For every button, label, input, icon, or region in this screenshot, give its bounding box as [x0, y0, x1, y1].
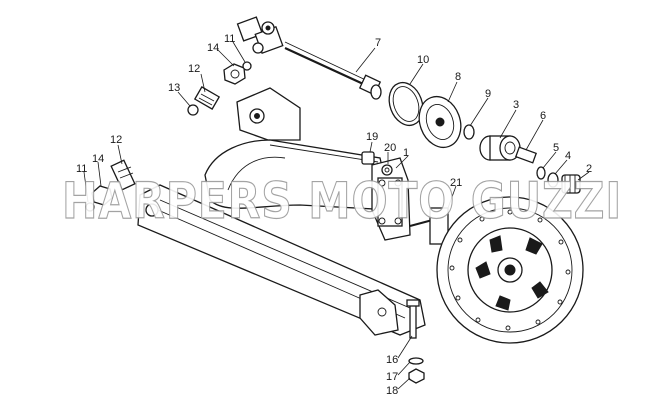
callout-11-upper: 11 — [224, 33, 235, 45]
callout-3: 3 — [513, 99, 519, 111]
universal-joint — [236, 16, 284, 54]
brake-disc — [409, 196, 584, 344]
callout-14-left: 14 — [92, 153, 104, 165]
drive-shaft — [284, 41, 382, 100]
spacer — [514, 146, 538, 164]
callout-14-upper: 14 — [207, 42, 219, 54]
callout-4: 4 — [565, 150, 571, 162]
seal-ring — [463, 124, 475, 140]
callout-19: 19 — [366, 131, 378, 143]
swingarm — [137, 87, 426, 336]
lower-bolt-group — [406, 299, 425, 384]
roller-bearing — [479, 135, 521, 161]
small-parts-19-20 — [361, 151, 393, 176]
nut-4 — [547, 172, 559, 188]
callout-2: 2 — [586, 163, 592, 175]
callout-20: 20 — [384, 142, 396, 154]
watermark-text: HARPERS MOTO GUZZI — [62, 172, 622, 230]
callout-7: 7 — [375, 37, 381, 49]
bearing-ring — [388, 81, 424, 127]
washer-5 — [536, 166, 546, 180]
bevel-housing — [418, 95, 462, 149]
callout-5: 5 — [553, 142, 559, 154]
callout-6: 6 — [540, 110, 546, 122]
callout-8: 8 — [455, 71, 461, 83]
callout-12-left: 12 — [110, 134, 122, 146]
callout-13: 13 — [168, 82, 180, 94]
callout-1: 1 — [403, 147, 409, 159]
left-bolt-group — [85, 159, 136, 212]
callout-11-left: 11 — [76, 163, 87, 175]
leader-lines — [83, 41, 590, 390]
callout-12-upper: 12 — [188, 63, 200, 75]
callout-17: 17 — [386, 371, 398, 383]
callout-labels: 7 10 8 9 3 6 5 4 2 1 19 20 21 11 14 12 1… — [76, 33, 592, 397]
callout-18: 18 — [386, 385, 398, 397]
callout-10: 10 — [417, 54, 429, 66]
pinion-gear — [561, 174, 581, 194]
upper-bolt-group — [187, 61, 252, 116]
callout-9: 9 — [485, 88, 491, 100]
callout-21: 21 — [450, 177, 462, 189]
callout-16: 16 — [386, 354, 398, 366]
